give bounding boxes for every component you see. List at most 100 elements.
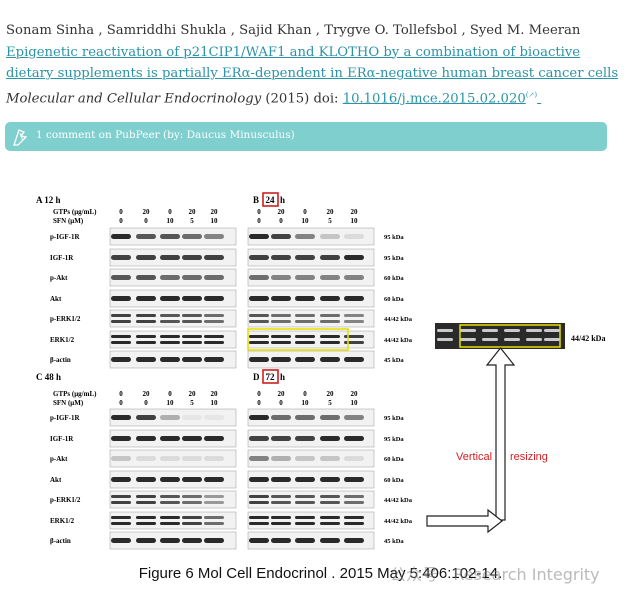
band-A-4-2-bottom — [160, 320, 180, 323]
pubpeer-comment-text: 1 comment on PubPeer (by: Daucus Minuscu… — [36, 129, 295, 141]
band-B-6-2 — [295, 357, 315, 362]
band-C-2-1 — [136, 456, 156, 461]
erk-highlight-box — [247, 328, 349, 351]
blot-strip-A-5 — [109, 330, 237, 349]
band-D-4-2-top — [295, 495, 315, 498]
band-A-6-0 — [111, 357, 131, 362]
row-label-A-6: β-actin — [50, 356, 71, 364]
band-C-4-1-top — [136, 495, 156, 498]
band-C-0-3 — [182, 415, 202, 420]
blot-strip-B-4 — [247, 309, 375, 328]
band-A-3-1 — [136, 296, 156, 301]
band-C-6-1 — [136, 538, 156, 543]
kda-label-B-0: 95 kDa — [384, 234, 404, 241]
band-C-5-2-bottom — [160, 522, 180, 525]
row-label-A-5: ERK1/2 — [50, 336, 75, 344]
kda-label-B-5: 44/42 kDa — [384, 337, 413, 344]
horizontal-arrow — [426, 508, 503, 534]
band-D-5-4-bottom — [344, 522, 364, 525]
band-A-5-2-top — [160, 335, 180, 338]
row-label-A-4: p-ERK1/2 — [50, 315, 81, 323]
band-D-6-2 — [295, 538, 315, 543]
band-D-4-3-top — [320, 495, 340, 498]
band-A-6-2 — [160, 357, 180, 362]
panel-d-time-box — [262, 369, 279, 384]
band-A-0-1 — [136, 234, 156, 239]
figure-canvas: 0020001020520100020001020520100020001020… — [36, 192, 605, 550]
kda-label-D-5: 44/42 kDa — [384, 518, 413, 525]
sfn-value-c-3: 5 — [190, 399, 194, 407]
band-C-5-4-top — [204, 516, 224, 519]
zoom-band-4-bottom — [526, 338, 542, 341]
article-title-link[interactable]: Epigenetic reactivation of p21CIP1/WAF1 … — [6, 44, 619, 82]
band-A-1-1 — [136, 255, 156, 260]
kda-label-D-1: 95 kDa — [384, 436, 404, 443]
row-label-C-3: Akt — [50, 476, 62, 484]
sfn-value-c-0: 0 — [119, 399, 123, 407]
blot-strip-D-4 — [247, 490, 375, 509]
band-D-4-0-bottom — [249, 501, 269, 504]
band-D-3-1 — [271, 477, 291, 482]
pubpeer-banner[interactable]: 1 comment on PubPeer (by: Daucus Minuscu… — [5, 122, 607, 151]
band-A-5-4-top — [204, 335, 224, 338]
doi-link[interactable]: 10.1016/j.mce.2015.02.020 — [342, 91, 526, 107]
sfn-value-d-4: 10 — [351, 399, 359, 407]
band-D-5-4-top — [344, 516, 364, 519]
kda-label-D-6: 45 kDa — [384, 538, 404, 545]
zoom-band-1-bottom — [460, 338, 476, 341]
band-C-1-4 — [204, 436, 224, 441]
sfn-label-c: SFN (μM) — [53, 399, 84, 407]
row-label-A-0: p-IGF-1R — [50, 233, 81, 241]
panel-b-time: 24 — [266, 195, 276, 205]
zoom-band-5-bottom — [544, 338, 560, 341]
band-A-4-0-top — [111, 314, 131, 317]
band-A-2-0 — [111, 275, 131, 280]
doi-trailing-underline — [537, 91, 541, 106]
band-B-6-4 — [344, 357, 364, 362]
band-A-2-3 — [182, 275, 202, 280]
gtps-value-d-0: 0 — [257, 390, 261, 398]
external-link-icon[interactable]: (↗) — [525, 90, 538, 99]
band-A-4-3-top — [182, 314, 202, 317]
gtps-value-a-2: 0 — [168, 208, 172, 216]
band-B-4-3-top — [320, 314, 340, 317]
band-A-2-1 — [136, 275, 156, 280]
band-B-5-4-bottom — [344, 341, 364, 344]
panel-a-label: A 12 h — [36, 195, 61, 205]
band-C-4-2-bottom — [160, 501, 180, 504]
gtps-value-c-3: 20 — [189, 390, 197, 398]
band-C-0-0 — [111, 415, 131, 420]
blot-strip-C-4 — [109, 490, 237, 509]
kda-label-D-3: 60 kDa — [384, 477, 404, 484]
gtps-value-c-0: 0 — [119, 390, 123, 398]
band-A-1-3 — [182, 255, 202, 260]
sfn-value-c-2: 10 — [167, 399, 175, 407]
band-D-2-0 — [249, 456, 269, 461]
panel-b-time-box — [262, 192, 279, 207]
sfn-value-a-1: 0 — [144, 217, 148, 225]
vertical-label: Vertical — [456, 451, 492, 463]
row-label-A-3: Akt — [50, 295, 62, 303]
band-C-1-2 — [160, 436, 180, 441]
band-D-5-2-top — [295, 516, 315, 519]
zoom-band-0-top — [437, 329, 453, 332]
band-C-5-1-top — [136, 516, 156, 519]
band-B-2-4 — [344, 275, 364, 280]
gtps-value-d-1: 20 — [278, 390, 286, 398]
zoom-band-5-top — [544, 329, 560, 332]
band-A-5-1-top — [136, 335, 156, 338]
band-A-4-3-bottom — [182, 320, 202, 323]
band-D-5-3-top — [320, 516, 340, 519]
band-B-2-3 — [320, 275, 340, 280]
band-B-3-2 — [295, 296, 315, 301]
sfn-value-c-1: 0 — [144, 399, 148, 407]
band-B-0-4 — [344, 234, 364, 239]
band-A-0-3 — [182, 234, 202, 239]
zoom-highlight — [459, 324, 561, 348]
blot-strip-C-2 — [109, 449, 237, 468]
band-B-1-1 — [271, 255, 291, 260]
sfn-label-a: SFN (μM) — [53, 217, 84, 225]
zoom-band-2-top — [482, 329, 498, 332]
band-B-5-2-bottom — [295, 341, 315, 344]
band-B-0-2 — [295, 234, 315, 239]
